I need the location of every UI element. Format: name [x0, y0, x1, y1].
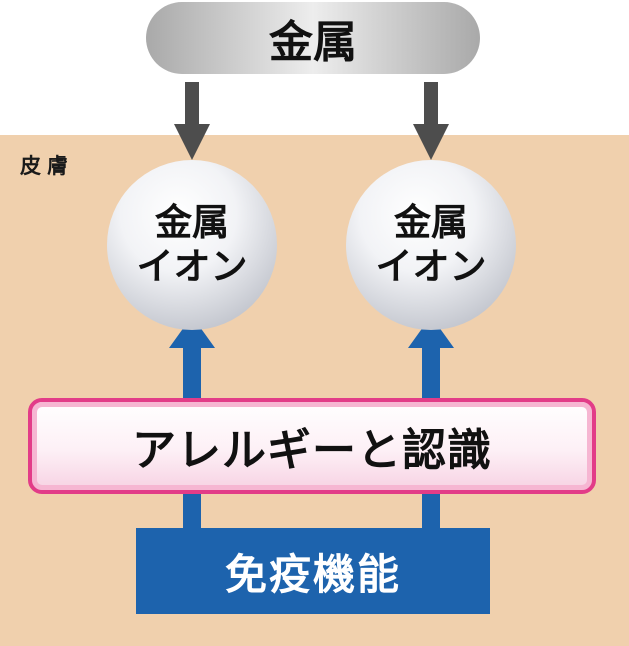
allergy-recognition-box: アレルギーと認識 [28, 398, 596, 494]
ion-label-line1: 金属 [155, 201, 229, 245]
down-arrow-left [174, 82, 210, 160]
ion-label-line2: イオン [136, 245, 248, 288]
immune-label: 免疫機能 [224, 549, 401, 599]
immune-function-box: 免疫機能 [136, 528, 490, 614]
metal-ion-circle-left: 金属 イオン [107, 160, 277, 330]
metal-box: 金属 [146, 2, 480, 74]
allergy-label: アレルギーと認識 [132, 425, 492, 476]
down-arrow-right [413, 82, 449, 160]
ion-label-line2: イオン [375, 245, 487, 288]
metal-label: 金属 [269, 17, 357, 68]
metal-ion-circle-right: 金属 イオン [346, 160, 516, 330]
skin-label: 皮膚 [20, 154, 74, 178]
ion-label-line1: 金属 [394, 201, 468, 245]
